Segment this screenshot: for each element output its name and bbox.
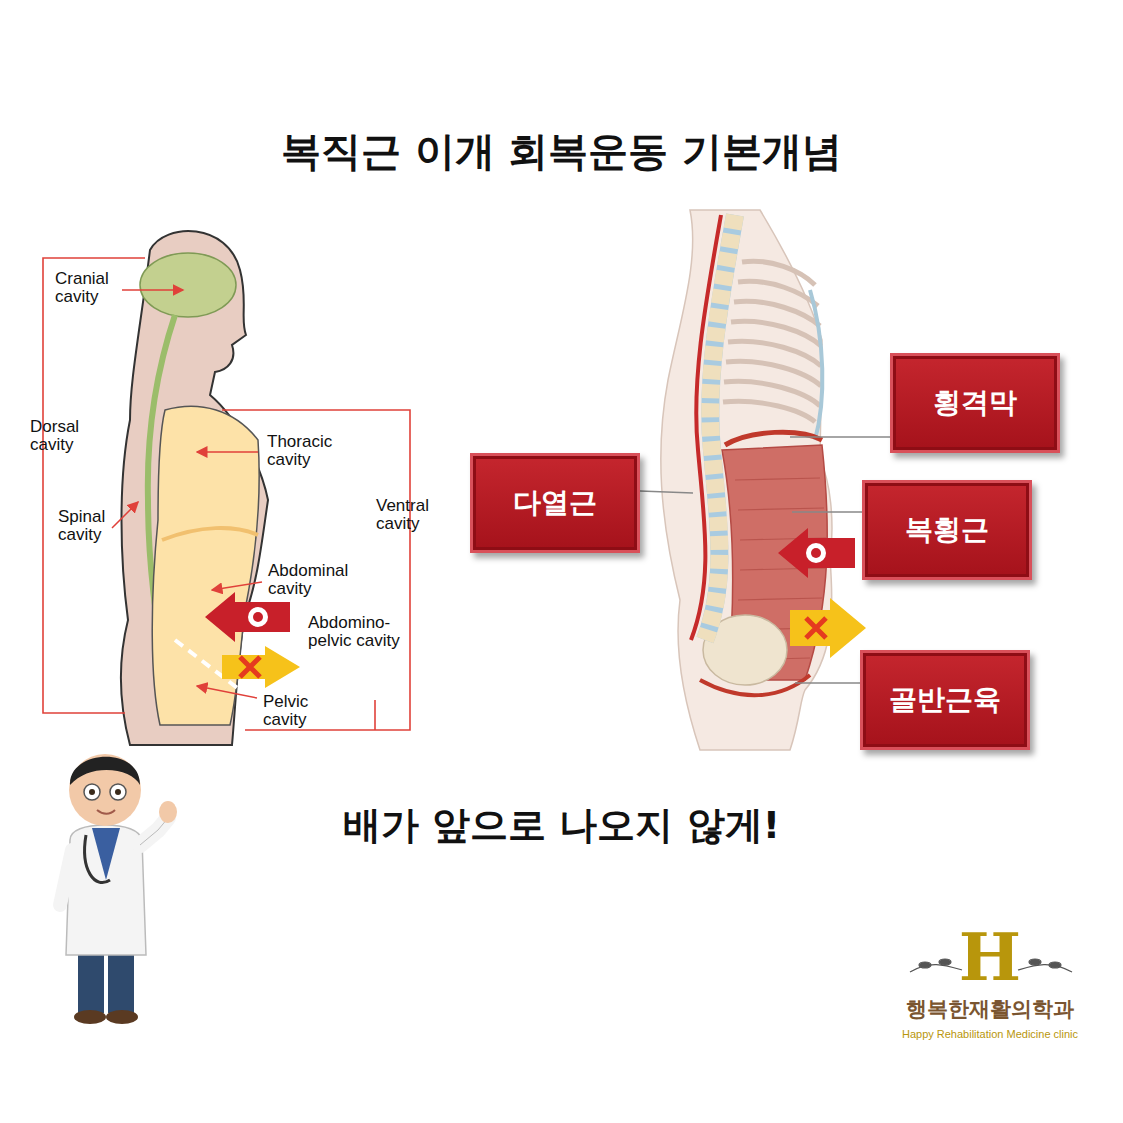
logo-subtitle: Happy Rehabilitation Medicine clinic — [880, 1028, 1100, 1041]
label-box: 다열근 — [470, 453, 640, 553]
box-text: 복횡근 — [905, 511, 989, 549]
caption: 배가 앞으로 나오지 않게! — [0, 800, 1123, 851]
logo-name: 행복한재활의학과 — [880, 996, 1100, 1022]
cavity-label: Abdomino- pelvic cavity — [308, 614, 404, 650]
cavity-label: Spinal cavity — [58, 508, 128, 544]
leader-lines — [640, 437, 890, 683]
cavity-label: Dorsal cavity — [30, 418, 110, 454]
label-box: 횡격막 — [890, 353, 1060, 453]
title: 복직근 이개 회복운동 기본개념 — [0, 124, 1123, 179]
no-arrow — [222, 646, 300, 688]
box-text: 다열근 — [513, 484, 597, 522]
cavity-label: Ventral cavity — [376, 497, 446, 533]
label-box: 골반근육 — [860, 650, 1030, 750]
box-text: 골반근육 — [889, 681, 1001, 719]
torso-illustration — [661, 210, 832, 750]
cavity-label: Thoracic cavity — [267, 433, 357, 469]
cavity-label: Abdominal cavity — [268, 562, 368, 598]
doctor-cartoon — [60, 754, 177, 1024]
ok-arrow — [205, 592, 290, 642]
ok-arrow — [778, 528, 855, 578]
logo-mark: H — [940, 922, 1040, 992]
box-text: 횡격막 — [933, 384, 1017, 422]
brackets — [43, 258, 410, 730]
cavity-label: Pelvic cavity — [263, 693, 343, 729]
no-arrow — [790, 598, 866, 658]
pointer-arrows — [112, 290, 262, 698]
body-section — [121, 231, 268, 745]
label-box: 복횡근 — [862, 480, 1032, 580]
cavity-label: Cranial cavity — [55, 270, 135, 306]
